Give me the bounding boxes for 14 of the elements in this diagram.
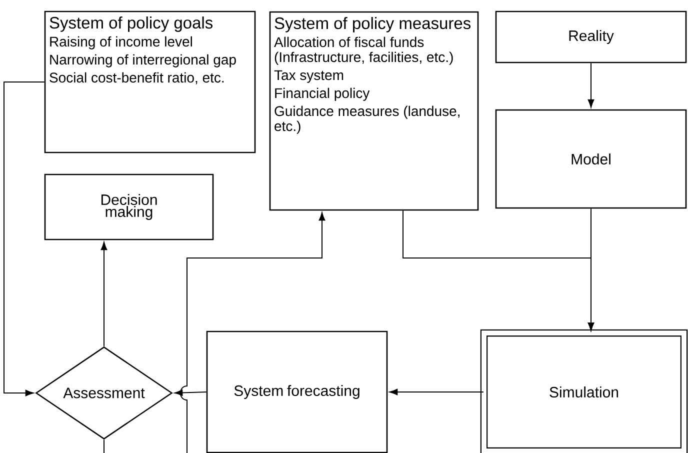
- arrow: [100, 242, 108, 347]
- process-box: System forecasting: [206, 330, 388, 453]
- process-box: Simulation: [480, 329, 688, 453]
- arrow: [4, 82, 45, 396]
- arrow: [402, 210, 594, 331]
- process-box: Model: [495, 109, 687, 209]
- process-box: Reality: [495, 10, 687, 64]
- policy-measures-box: System of policy measures Allocation of fiscal funds (Infrastructure, facilities, etc.) Tax system Financial policy Guidance measures (landuse, etc.): [269, 11, 479, 211]
- arrow: [174, 390, 207, 396]
- process-box: Decision making: [44, 174, 214, 240]
- arrow: [389, 388, 484, 396]
- policy-goals-box: System of policy goals Raising of income level Narrowing of interregional gap Social cost-benefit ratio, etc.: [44, 10, 256, 154]
- arrow: [180, 212, 326, 453]
- arrow: [588, 62, 594, 108]
